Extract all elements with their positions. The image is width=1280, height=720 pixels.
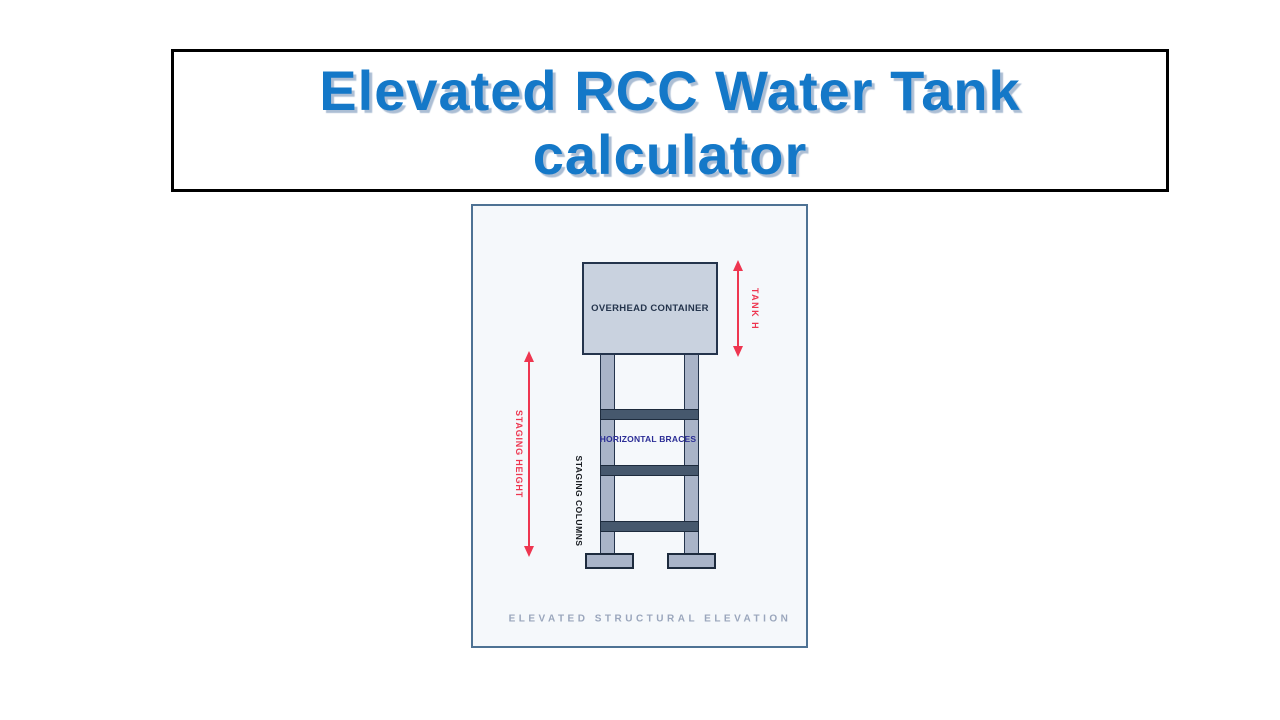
horizontal-braces-label: HORIZONTAL BRACES	[599, 434, 697, 444]
arrow-down-icon	[524, 546, 534, 557]
page-title-line-1: Elevated RCC Water Tank	[319, 58, 1021, 122]
overhead-container-box: OVERHEAD CONTAINER	[582, 262, 718, 355]
staging-columns-label: STAGING COLUMNS	[574, 455, 584, 547]
horizontal-brace	[600, 409, 699, 420]
page-title-line-2: calculator	[532, 122, 808, 186]
staging-height-label: STAGING HEIGHT	[514, 409, 524, 499]
title-box: Elevated RCC Water Tank calculator	[171, 49, 1169, 192]
dimension-line	[528, 359, 530, 549]
arrow-up-icon	[733, 260, 743, 271]
footing-left	[585, 553, 634, 569]
diagram-caption: ELEVATED STRUCTURAL ELEVATION	[508, 613, 792, 625]
staging-height-dimension-arrow-icon	[524, 351, 534, 557]
elevation-diagram-panel: OVERHEAD CONTAINER TANK H STAGING HEIGHT…	[471, 204, 808, 648]
footing-right	[667, 553, 716, 569]
horizontal-brace	[600, 521, 699, 532]
tank-height-label: TANK H	[750, 287, 760, 331]
arrow-down-icon	[733, 346, 743, 357]
horizontal-brace	[600, 465, 699, 476]
tank-height-dimension-arrow-icon	[733, 260, 743, 357]
dimension-line	[737, 268, 739, 349]
overhead-container-label: OVERHEAD CONTAINER	[591, 303, 709, 314]
arrow-up-icon	[524, 351, 534, 362]
